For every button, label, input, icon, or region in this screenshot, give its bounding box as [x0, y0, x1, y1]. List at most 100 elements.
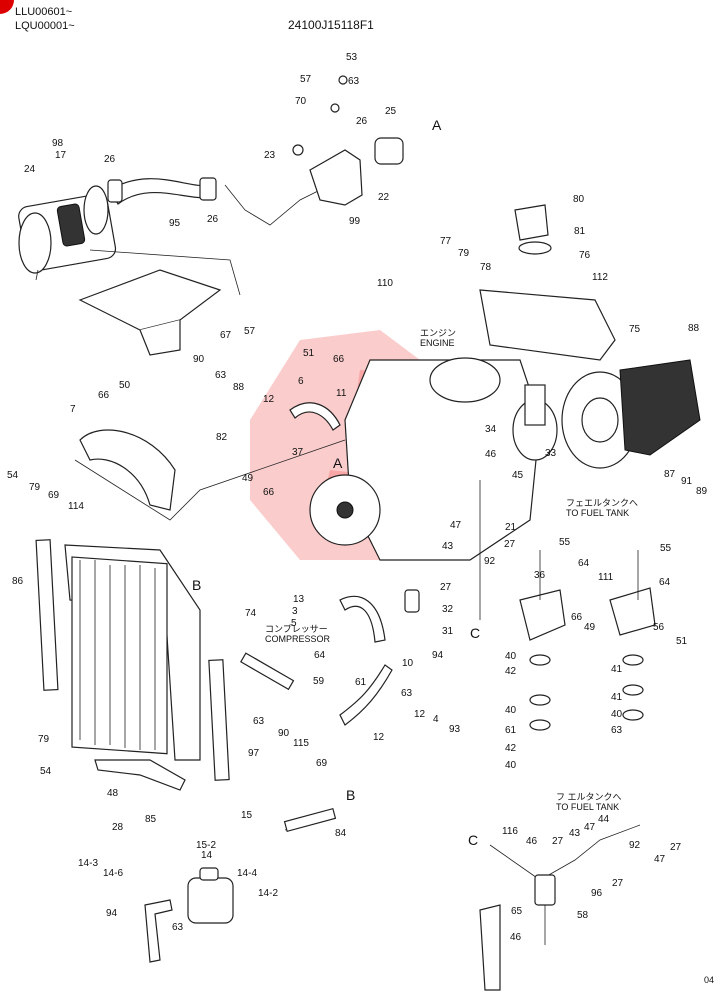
part-callout: 61: [505, 725, 517, 736]
compressor-jp-label: コンプレッサー: [265, 624, 328, 634]
part-callout: 15-2: [196, 840, 216, 851]
part-callout: 31: [442, 626, 454, 637]
part-callout: 32: [442, 604, 454, 615]
part-callout: 12: [414, 709, 426, 720]
part-callout: 85: [145, 814, 157, 825]
radiator-icon: [35, 539, 295, 791]
serial-range-1: LLU00601~: [15, 6, 73, 18]
part-callout: 27: [612, 878, 624, 889]
fuel-tank-label-2: TO FUEL TANK: [556, 802, 619, 812]
part-callout: 66: [98, 390, 110, 401]
part-callout: 14-3: [78, 858, 98, 869]
part-callout: 110: [377, 278, 393, 289]
part-callout: 54: [40, 766, 52, 777]
fuel-tank-label-1: TO FUEL TANK: [566, 508, 629, 518]
part-callout: 46: [510, 932, 522, 943]
part-callout: 15: [241, 810, 253, 821]
part-callout: 99: [349, 216, 361, 227]
part-callout: 95: [169, 218, 181, 229]
part-callout: 82: [216, 432, 228, 443]
part-callout: 115: [293, 738, 309, 749]
part-callout: 17: [55, 150, 67, 161]
part-callout: 63: [172, 922, 184, 933]
part-callout: 51: [303, 348, 315, 359]
bracket-icon: [78, 249, 241, 356]
hydraulic-pump-icon: [561, 359, 701, 469]
part-callout: 42: [505, 666, 517, 677]
part-callout: 76: [579, 250, 591, 261]
part-callout: 70: [295, 96, 307, 107]
part-callout: 57: [300, 74, 312, 85]
ref-b-mid: B: [192, 577, 201, 593]
part-callout: 26: [104, 154, 116, 165]
part-callout: 81: [574, 226, 586, 237]
part-callout: 48: [107, 788, 119, 799]
part-callout: 53: [346, 52, 358, 63]
part-callout: 63: [401, 688, 413, 699]
part-callout: 14: [201, 850, 213, 861]
part-callout: 23: [264, 150, 276, 161]
part-callout: 89: [696, 486, 708, 497]
radiator-hose-icon: [289, 402, 420, 726]
part-callout: 64: [314, 650, 326, 661]
part-callout: 79: [458, 248, 470, 259]
part-callout: 69: [316, 758, 328, 769]
fuel-tank-jp-label-2: フ エルタンクへ: [556, 792, 622, 802]
part-callout: 111: [598, 572, 614, 583]
part-callout: 86: [12, 576, 24, 587]
part-callout: 87: [664, 469, 676, 480]
compressor-label: COMPRESSOR: [265, 634, 331, 644]
part-callout: 54: [7, 470, 19, 481]
part-callout: 56: [653, 622, 665, 633]
engine-mount-icon: [479, 480, 656, 731]
part-callout: 27: [440, 582, 452, 593]
page-corner: 04: [704, 975, 715, 985]
part-callout: 90: [278, 728, 290, 739]
part-callout: 43: [569, 828, 581, 839]
part-callout: 10: [402, 658, 414, 669]
part-callout: 13: [293, 594, 305, 605]
part-callout: 33: [545, 448, 557, 459]
part-callout: 84: [335, 828, 347, 839]
engine-label: ENGINE: [420, 338, 455, 348]
fuel-fitting-icon: [479, 824, 641, 991]
part-callout: 43: [442, 541, 454, 552]
part-callout: 116: [502, 826, 518, 837]
part-callout: 26: [207, 214, 219, 225]
part-callout: 25: [385, 106, 397, 117]
part-callout: 47: [654, 854, 666, 865]
part-callout: 78: [480, 262, 492, 273]
part-callout: 24: [24, 164, 36, 175]
part-callout: 41: [611, 692, 623, 703]
part-callout: 27: [552, 836, 564, 847]
part-callout: 42: [505, 743, 517, 754]
part-callout: 47: [450, 520, 462, 531]
engine-jp-label: エンジン: [420, 328, 456, 338]
part-callout: 63: [253, 716, 265, 727]
part-callout: 41: [611, 664, 623, 675]
fan-guard-icon: [74, 429, 346, 521]
part-callout: 90: [193, 354, 205, 365]
part-callout: 34: [485, 424, 497, 435]
part-callout: 6: [298, 376, 304, 387]
part-callout: 67: [220, 330, 232, 341]
part-callout: 91: [681, 476, 693, 487]
part-callout: 49: [584, 622, 596, 633]
air-cleaner-icon: [18, 185, 117, 281]
muffler-icon: [479, 204, 616, 361]
serial-range-2: LQU00001~: [15, 20, 75, 32]
part-callout: 36: [534, 570, 546, 581]
part-callout: 11: [336, 388, 347, 399]
part-callout: 22: [378, 192, 390, 203]
part-callout: 55: [559, 537, 571, 548]
part-callout: 88: [688, 323, 700, 334]
part-callout: 55: [660, 543, 672, 554]
part-callout: 27: [670, 842, 682, 853]
part-callout: 28: [112, 822, 124, 833]
reservoir-tank-icon: [144, 807, 337, 963]
part-callout: 40: [505, 760, 517, 771]
part-callout: 7: [70, 404, 76, 415]
part-callout: 63: [215, 370, 227, 381]
part-callout: 61: [355, 677, 367, 688]
